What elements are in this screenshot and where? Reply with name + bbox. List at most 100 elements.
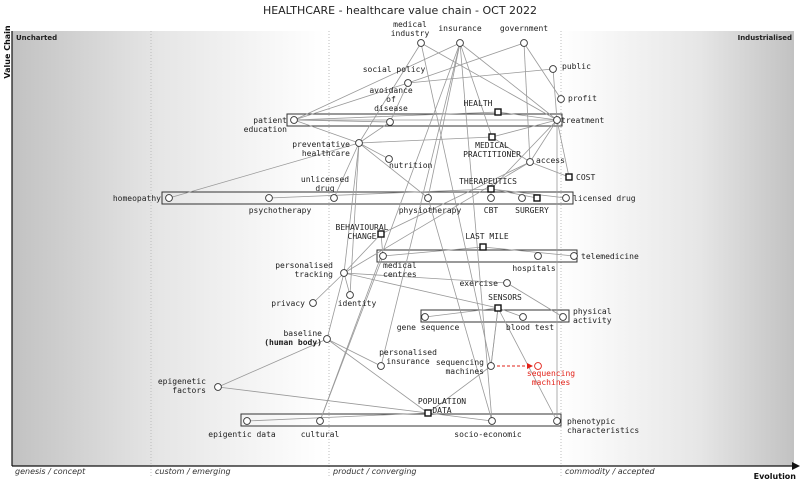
- link-last-mile-telemedicine: [482, 246, 575, 257]
- component-homeopathy[interactable]: [165, 194, 173, 202]
- component-profit[interactable]: [557, 95, 565, 103]
- component-unlicensed[interactable]: [330, 194, 338, 202]
- component-label-patient-education-1: education: [244, 125, 288, 134]
- component-label-licensed: licensed drug: [573, 194, 636, 203]
- link-preventative-identity: [349, 142, 360, 296]
- component-label-unlicensed: unlicensed: [301, 175, 349, 184]
- component-seq-machines[interactable]: [487, 362, 495, 370]
- link-government-social-policy: [407, 42, 525, 84]
- component-blood-test[interactable]: [519, 313, 527, 321]
- pipeline-node-last-mile[interactable]: [479, 243, 487, 251]
- component-telemedicine[interactable]: [570, 252, 578, 260]
- pipeline-label-medical-practitioner-1: PRACTITIONER: [463, 150, 521, 159]
- link-pers-tracking-privacy: [312, 272, 345, 304]
- link-avoidance-preventative: [358, 121, 391, 144]
- link-treatment-access: [529, 119, 558, 163]
- link-seq-machines-population-data: [427, 365, 492, 414]
- component-gene-sequence[interactable]: [421, 313, 429, 321]
- component-seq-machines-future[interactable]: [534, 362, 542, 370]
- pipeline-patient-education: [286, 113, 563, 127]
- pipeline-node-cost[interactable]: [565, 173, 573, 181]
- link-preventative-homeopathy: [168, 142, 360, 199]
- component-label-medical-industry-1: industry: [391, 29, 430, 38]
- component-label-pers-insurance-1: insurance: [386, 357, 430, 366]
- link-pers-tracking-exercise: [343, 272, 508, 284]
- component-privacy[interactable]: [309, 299, 317, 307]
- pipeline-node-health[interactable]: [494, 108, 502, 116]
- component-cbt[interactable]: [487, 194, 495, 202]
- component-avoidance[interactable]: [386, 118, 394, 126]
- x-axis-arrow: [792, 462, 800, 470]
- component-licensed[interactable]: [562, 194, 570, 202]
- component-label-physiotherapy: physiotherapy: [399, 206, 462, 215]
- component-pers-insurance[interactable]: [377, 362, 385, 370]
- component-label-medical-industry: medical: [393, 20, 427, 29]
- component-treatment[interactable]: [553, 116, 561, 124]
- pipeline-node-population-data[interactable]: [424, 409, 432, 417]
- pipeline-node-sensors[interactable]: [494, 304, 502, 312]
- component-government[interactable]: [520, 39, 528, 47]
- component-label-avoidance: avoidance: [369, 86, 413, 95]
- link-government-access: [523, 42, 531, 163]
- component-label-nutrition: nutrition: [389, 161, 433, 170]
- component-baseline[interactable]: [323, 335, 331, 343]
- link-insurance-pers-insurance: [380, 42, 461, 367]
- link-patient-education-preventative: [293, 119, 360, 144]
- component-label-homeopathy: homeopathy: [113, 194, 161, 203]
- component-access[interactable]: [526, 158, 534, 166]
- component-medical-industry[interactable]: [417, 39, 425, 47]
- link-health-treatment: [497, 111, 558, 121]
- link-preventative-unlicensed: [333, 142, 360, 199]
- component-exercise[interactable]: [503, 279, 511, 287]
- component-socio-economic[interactable]: [488, 417, 496, 425]
- component-pers-tracking[interactable]: [340, 269, 348, 277]
- component-preventative[interactable]: [355, 139, 363, 147]
- component-social-policy[interactable]: [404, 79, 412, 87]
- link-preventative-physiotherapy: [358, 142, 429, 199]
- component-label-pers-tracking: personalised: [275, 261, 333, 270]
- component-patient-education[interactable]: [290, 116, 298, 124]
- component-label-seq-machines-future: sequencing: [527, 369, 575, 378]
- component-label-privacy: privacy: [271, 299, 305, 308]
- component-epigentic-data[interactable]: [243, 417, 251, 425]
- pipeline-label-population-data: POPULATION: [418, 397, 466, 406]
- component-hospitals[interactable]: [534, 252, 542, 260]
- link-access-pers-tracking: [343, 161, 531, 274]
- component-label-blood-test: blood test: [506, 323, 554, 332]
- pipeline-label-behavioural-change: BEHAVIOURAL: [336, 223, 389, 232]
- component-psychotherapy[interactable]: [265, 194, 273, 202]
- component-identity[interactable]: [346, 291, 354, 299]
- component-label-exercise: exercise: [459, 279, 498, 288]
- pipeline-node-medical-practitioner[interactable]: [488, 133, 496, 141]
- link-sensors-blood-test: [497, 307, 524, 318]
- link-therapeutics-surgery: [490, 188, 538, 199]
- component-surgery-c[interactable]: [518, 194, 526, 202]
- link-medical-industry-seq-machines: [420, 42, 492, 367]
- link-last-mile-medical-centres: [382, 246, 484, 257]
- pipeline-node-therapeutics[interactable]: [487, 185, 495, 193]
- component-medical-centres[interactable]: [379, 252, 387, 260]
- pipeline-label-last-mile: LAST MILE: [465, 232, 509, 241]
- map-title: HEALTHCARE - healthcare value chain - OC…: [263, 4, 537, 17]
- component-label-pers-tracking-1: tracking: [294, 270, 333, 279]
- component-label-seq-machines-future-1: machines: [532, 378, 571, 387]
- link-insurance-cultural: [319, 42, 461, 422]
- component-physiotherapy[interactable]: [424, 194, 432, 202]
- map-background: [12, 31, 794, 466]
- pipeline-node-surgery[interactable]: [533, 194, 541, 202]
- component-epigenetic-factors[interactable]: [214, 383, 222, 391]
- component-physical-activity[interactable]: [559, 313, 567, 321]
- component-label-preventative-1: healthcare: [302, 149, 350, 158]
- component-insurance[interactable]: [456, 39, 464, 47]
- component-public[interactable]: [549, 65, 557, 73]
- component-label-treatment: treatment: [561, 116, 605, 125]
- component-nutrition[interactable]: [385, 155, 393, 163]
- component-phenotypic[interactable]: [553, 417, 561, 425]
- stage-label-commodity: commodity / accepted: [565, 467, 655, 476]
- pipeline-node-behavioural-change[interactable]: [377, 230, 385, 238]
- component-label-baseline: baseline: [283, 329, 322, 338]
- pipeline-label-therapeutics: THERAPEUTICS: [459, 177, 517, 186]
- component-cultural[interactable]: [316, 417, 324, 425]
- link-exercise-physical-activity: [506, 282, 564, 318]
